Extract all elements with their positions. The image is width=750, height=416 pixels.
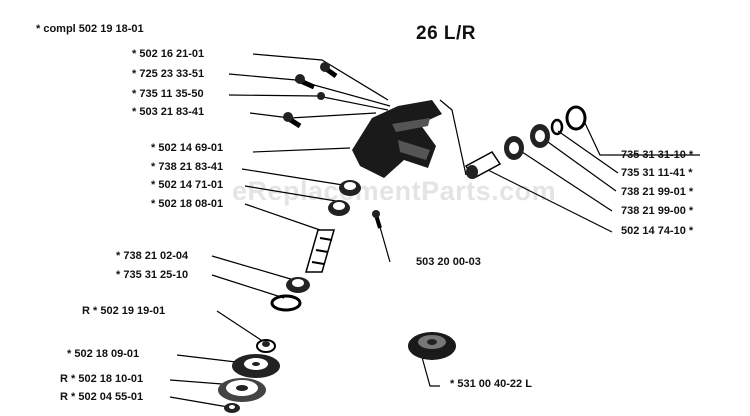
thrust-washer-502-18-10-01 [218, 378, 266, 402]
leader-lines [169, 53, 700, 408]
leader-738-21-83-41 [241, 168, 344, 186]
part-label: * 725 23 33-51 [132, 68, 205, 80]
leader-735-31-31-10 [583, 120, 700, 156]
circlip-735-31-11-41 [550, 118, 564, 136]
gear-housing-502-14-69-01 [352, 100, 442, 178]
support-cup-502-18-09-01 [232, 354, 280, 378]
leader-gearbox-shaft [439, 99, 467, 176]
bolt-503-21-83-41 [283, 112, 302, 129]
leader-502-16-21-01 [252, 53, 389, 101]
bolt-502-16-21-01 [320, 62, 338, 79]
part-label: * 531 00 40-22 L [450, 378, 532, 390]
bearing-738-21-83-41 [339, 180, 361, 196]
nut-502-04-55-01 [224, 403, 240, 413]
leader-502-18-08-01 [244, 203, 321, 231]
part-label: R * 502 04 55-01 [60, 391, 144, 403]
leader-503-21-83-41 [249, 112, 377, 119]
screw-503-20-00-03 [372, 210, 382, 229]
leader-738-21-02-04 [211, 255, 295, 281]
part-label: 738 21 99-01 * [621, 186, 694, 198]
leader-735-31-25-10 [211, 274, 285, 299]
leader-502-18-10-01 [169, 379, 223, 385]
leader-735-11-35-50 [228, 94, 389, 111]
part-label: * 735 31 25-10 [116, 269, 189, 281]
leader-502-14-74-10 [481, 166, 613, 233]
seal-735-31-31-10 [565, 105, 587, 131]
kit-note: * compl 502 19 18-01 [36, 23, 144, 35]
leader-531-00-40-22 [419, 349, 440, 387]
circlip-735-31-25-10 [270, 294, 302, 312]
leader-735-31-11-41 [557, 130, 619, 174]
leader-502-18-09-01 [176, 354, 237, 363]
washer-502-19-19-01 [256, 339, 276, 353]
part-label: * 502 18 09-01 [67, 348, 140, 360]
part-label: * 738 21 02-04 [116, 250, 189, 262]
diagram-title: 26 L/R [416, 23, 477, 44]
bearing-738-21-99-01 [530, 124, 550, 148]
bearing-738-21-02-04 [286, 277, 310, 293]
leader-502-04-55-01 [169, 396, 229, 408]
part-531-00-40-22 [408, 332, 456, 360]
leader-502-14-69-01 [252, 147, 351, 153]
part-label: 502 14 74-10 * [621, 225, 694, 237]
part-label: 503 20 00-03 [416, 256, 481, 268]
leader-725-23-33-51 [228, 73, 391, 107]
bearing-502-14-71-01 [328, 200, 350, 216]
watermark: eReplacementParts.com [232, 176, 557, 206]
part-label: * 502 14 71-01 [151, 179, 224, 191]
part-label: * 738 21 83-41 [151, 161, 224, 173]
part-label: * 735 11 35-50 [132, 88, 204, 100]
part-label: * 502 14 69-01 [151, 142, 224, 154]
part-label: 738 21 99-00 * [621, 205, 694, 217]
leader-502-19-19-01 [216, 310, 265, 343]
leader-502-14-71-01 [244, 185, 343, 203]
part-label: * 502 18 08-01 [151, 198, 224, 210]
part-label: R * 502 18 10-01 [60, 373, 144, 385]
shaft-502-18-08-01 [305, 229, 335, 273]
bolt-725-23-33-51 [294, 74, 316, 90]
part-label: * 502 16 21-01 [132, 48, 205, 60]
bearing-738-21-99-00 [504, 136, 524, 160]
leader-503-20-00-03 [379, 226, 391, 263]
part-label: R * 502 19 19-01 [82, 305, 166, 317]
part-label: 735 31 31-10 * [621, 149, 694, 161]
part-label: * 503 21 83-41 [132, 106, 205, 118]
leader-738-21-99-00 [515, 147, 613, 212]
part-label: 735 31 11-41 * [621, 167, 693, 179]
leader-738-21-99-01 [540, 136, 617, 192]
washer-735-11-35-50 [317, 92, 325, 100]
input-shaft-502-14-74-10 [464, 151, 502, 179]
